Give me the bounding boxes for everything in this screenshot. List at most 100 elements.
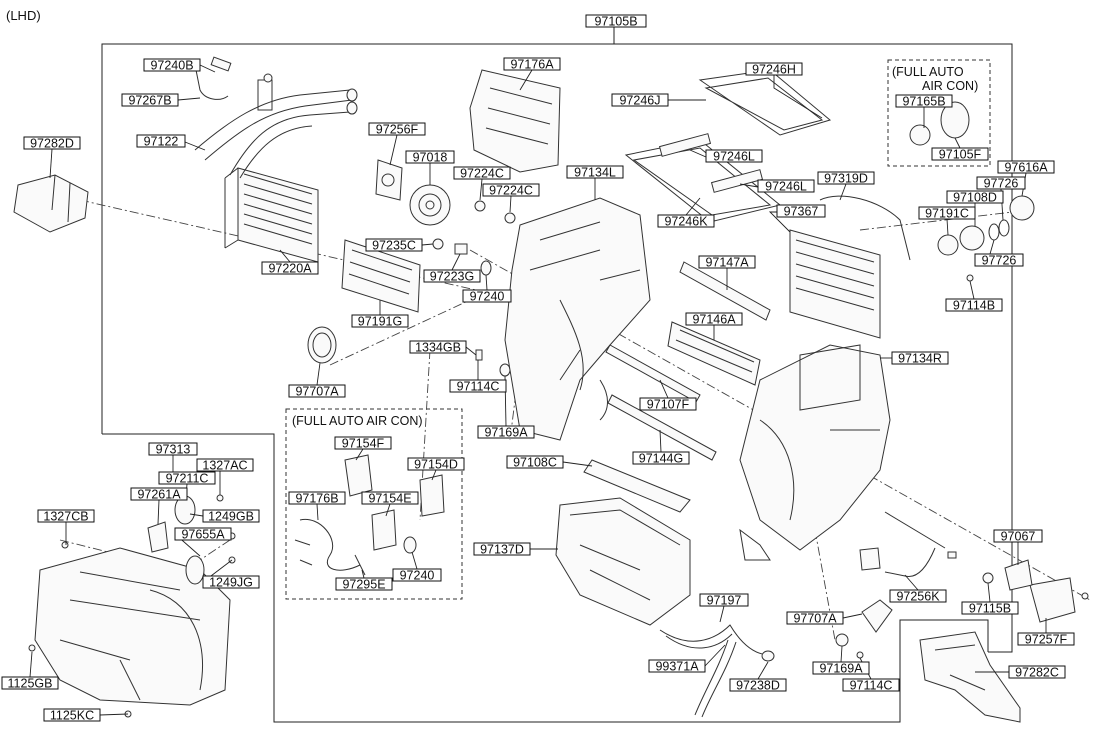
leader-97154d bbox=[431, 469, 437, 481]
callout-text: 1327CB bbox=[43, 510, 88, 524]
callout-box bbox=[842, 678, 900, 692]
full-auto-note-line1: (FULL AUTO bbox=[892, 65, 964, 79]
callout-box bbox=[196, 458, 254, 472]
callout-97108c: 97108C bbox=[506, 455, 564, 470]
callout-text: 97169A bbox=[819, 662, 863, 676]
full-auto-note-bottom: (FULL AUTO AIR CON) bbox=[292, 414, 423, 428]
callout-text: 97154D bbox=[414, 458, 458, 472]
motor-97018 bbox=[409, 184, 451, 226]
callout-97191c: 97191C bbox=[918, 206, 976, 221]
callout-box bbox=[288, 491, 346, 505]
leader-97223g bbox=[451, 253, 461, 271]
callout-box bbox=[462, 289, 512, 303]
callout-box bbox=[334, 436, 392, 450]
leader-97224c-2 bbox=[509, 195, 512, 213]
callout-text: 97246K bbox=[664, 215, 708, 229]
callout-97261a: 97261A bbox=[130, 487, 188, 502]
callout-box bbox=[148, 442, 198, 456]
callout-text: 97197 bbox=[707, 594, 742, 608]
callout-box bbox=[37, 509, 95, 523]
callout-box bbox=[335, 577, 393, 591]
callout-text: 97240 bbox=[470, 290, 505, 304]
callout-box bbox=[946, 190, 1004, 204]
callout-text: 97224C bbox=[489, 184, 533, 198]
callout-97197: 97197 bbox=[699, 593, 749, 608]
callout-text: 97191G bbox=[358, 315, 402, 329]
callout-97169a-2: 97169A bbox=[812, 661, 870, 676]
callout-97154f: 97154F bbox=[334, 436, 392, 451]
callout-text: 97238D bbox=[736, 679, 780, 693]
callout-97282d: 97282D bbox=[23, 136, 81, 151]
full-auto-note-line2: AIR CON) bbox=[922, 79, 978, 93]
small-fasteners-center bbox=[432, 200, 516, 377]
callout-97146a: 97146A bbox=[685, 312, 743, 327]
leader-97105f bbox=[954, 137, 961, 149]
filter-frame-97246h bbox=[698, 69, 832, 136]
callout-97105f: 97105F bbox=[931, 147, 989, 162]
callout-box bbox=[699, 593, 749, 607]
callout-box bbox=[506, 455, 564, 469]
callout-text: 97246L bbox=[713, 150, 755, 164]
callout-box bbox=[632, 451, 690, 465]
callout-1125gb: 1125GB bbox=[1, 676, 59, 691]
callout-box bbox=[202, 509, 260, 523]
callout-97707a-2: 97707A bbox=[786, 611, 844, 626]
callout-97137d: 97137D bbox=[473, 542, 531, 557]
callout-97257f: 97257F bbox=[1017, 632, 1075, 647]
callout-box bbox=[648, 659, 706, 673]
callout-97655a: 97655A bbox=[174, 527, 232, 542]
callout-text: 97114B bbox=[953, 299, 995, 313]
callout-text: 97220A bbox=[268, 262, 312, 276]
callout-97726-2: 97726 bbox=[974, 253, 1024, 268]
callout-97134l: 97134L bbox=[566, 165, 624, 180]
callout-text: 1327AC bbox=[202, 459, 247, 473]
callout-text: 97223G bbox=[430, 270, 474, 284]
callout-box bbox=[889, 589, 947, 603]
callout-box bbox=[202, 575, 260, 589]
callout-box bbox=[918, 206, 976, 220]
callout-99371a: 99371A bbox=[648, 659, 706, 674]
callout-text: 97261A bbox=[137, 488, 181, 502]
callout-box bbox=[657, 214, 715, 228]
actuator-97257f bbox=[982, 559, 1089, 623]
callout-text: 97067 bbox=[1001, 530, 1036, 544]
callout-box bbox=[611, 93, 669, 107]
callout-97256k: 97256K bbox=[889, 589, 947, 604]
leader-1125gb bbox=[29, 651, 33, 678]
callout-box bbox=[976, 176, 1026, 190]
leader-97707a-2 bbox=[842, 613, 863, 619]
callout-text: 97655A bbox=[181, 528, 225, 542]
callout-text: 99371A bbox=[655, 660, 699, 674]
callout-97144g: 97144G bbox=[632, 451, 690, 466]
callout-box bbox=[174, 527, 232, 541]
callout-text: 97115B bbox=[969, 602, 1011, 616]
callout-box bbox=[745, 62, 803, 76]
callout-box bbox=[974, 253, 1024, 267]
callout-97707a-1: 97707A bbox=[288, 384, 346, 399]
callout-box bbox=[482, 183, 540, 197]
sensor-97256k bbox=[859, 511, 957, 577]
callout-box bbox=[786, 611, 844, 625]
leader-97256k bbox=[904, 574, 919, 591]
callout-97313: 97313 bbox=[148, 442, 198, 457]
callout-text: 97256K bbox=[896, 590, 940, 604]
callout-text: 97165B bbox=[902, 95, 945, 109]
leader-97115b bbox=[987, 582, 991, 603]
callout-97223g: 97223G bbox=[423, 269, 481, 284]
callout-text: 97108C bbox=[513, 456, 557, 470]
callout-box bbox=[158, 471, 216, 485]
case-right-97134r bbox=[739, 344, 891, 561]
callout-97114c-2: 97114C bbox=[842, 678, 900, 693]
callout-text: 97147A bbox=[705, 256, 749, 270]
callout-box bbox=[945, 298, 1003, 312]
callout-97367: 97367 bbox=[776, 204, 826, 219]
leader-97220a bbox=[279, 249, 291, 263]
callout-text: 97108D bbox=[953, 191, 997, 205]
callout-1249jg: 1249JG bbox=[202, 575, 260, 590]
callout-text: 1249GB bbox=[208, 510, 254, 524]
callout-text: 97246H bbox=[752, 63, 796, 77]
callout-box bbox=[585, 14, 647, 28]
callout-box bbox=[409, 340, 467, 354]
callout-text: 97114C bbox=[457, 380, 500, 394]
